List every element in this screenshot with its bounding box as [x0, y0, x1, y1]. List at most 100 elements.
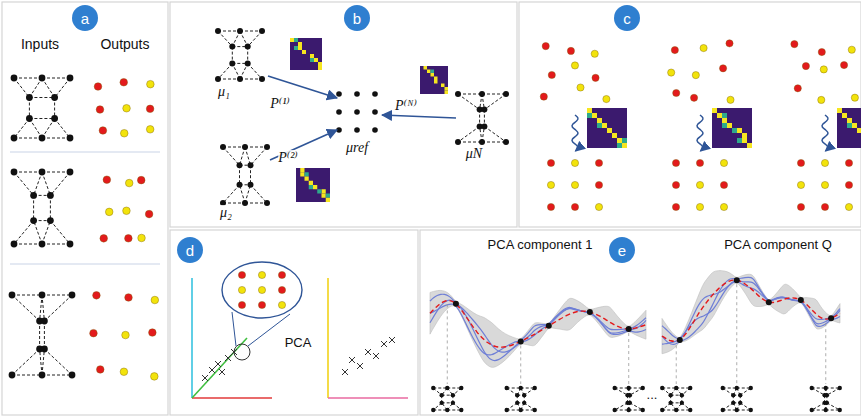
mesh-edge: [34, 172, 42, 195]
output-point: [797, 181, 804, 188]
mesh-node: [522, 393, 526, 397]
matrix-cell: [612, 133, 617, 138]
mesh-edge: [223, 185, 240, 203]
mesh-node: [628, 393, 632, 397]
matrix-cell: [322, 189, 326, 193]
output-point: [96, 106, 104, 114]
zoom-line: [232, 312, 236, 346]
axis: [191, 278, 193, 398]
matrix-cell: [310, 54, 314, 58]
mesh-edge: [14, 78, 42, 79]
matrix-ground: [837, 108, 861, 148]
matrix-cell: [445, 87, 449, 91]
mesh-node: [69, 292, 76, 299]
mesh-edge: [458, 126, 480, 142]
matrix-cell: [617, 143, 622, 148]
mesh-node: [39, 241, 46, 248]
panel-frame: [2, 2, 168, 415]
output-point: [278, 286, 285, 293]
mesh-edge: [827, 403, 840, 410]
mesh-edge: [458, 94, 480, 110]
mesh-edge: [42, 119, 55, 139]
output-point: [542, 43, 549, 50]
output-point: [818, 96, 825, 103]
output-point: [797, 159, 804, 166]
mesh-node: [39, 372, 46, 379]
point-cloud: [94, 78, 154, 137]
panel-letter-text: e: [618, 242, 626, 259]
point-cloud: [668, 40, 735, 104]
mesh-edge: [42, 295, 44, 321]
output-point: [595, 159, 602, 166]
output-point: [151, 373, 159, 381]
output-point: [278, 301, 285, 308]
matrix-cell: [313, 185, 317, 189]
output-point: [336, 91, 342, 97]
mesh-edge: [482, 142, 506, 143]
mesh-edge: [14, 78, 29, 98]
mesh-edge: [42, 138, 70, 139]
mesh-node: [259, 76, 265, 82]
mesh-node: [660, 408, 664, 412]
mesh-edge: [34, 221, 42, 244]
matrix-cell: [326, 194, 330, 198]
mesh-edge: [248, 63, 262, 79]
mesh-edge: [50, 172, 70, 195]
matrix-cell: [722, 113, 727, 118]
confidence-band: [662, 271, 840, 354]
mesh-node: [431, 386, 435, 390]
matrix-cell: [837, 108, 842, 113]
mesh-node: [680, 401, 684, 405]
output-point: [149, 329, 157, 337]
mesh-node: [455, 139, 461, 145]
output-point: [797, 203, 804, 210]
mesh-edge: [458, 142, 482, 143]
mesh-node: [431, 408, 435, 412]
mesh-node: [825, 401, 829, 405]
confidence-band: [430, 290, 646, 367]
panel-letter: a: [72, 5, 98, 31]
matrix-cell: [431, 70, 435, 74]
matrix-cell: [587, 108, 592, 113]
output-point: [821, 203, 828, 210]
mesh-edge: [42, 172, 70, 173]
panel-frame: [519, 2, 861, 227]
mesh-node: [503, 139, 509, 145]
mesh-node: [26, 94, 33, 101]
output-point: [592, 74, 599, 81]
sample-cross: [381, 341, 387, 347]
mesh-edge: [240, 31, 262, 32]
mesh-node: [47, 217, 54, 224]
figure-label: μN: [466, 146, 482, 162]
output-point: [372, 91, 378, 97]
mesh-edge: [39, 321, 40, 349]
output-point: [120, 368, 128, 376]
mesh-edge: [44, 349, 72, 375]
sample-curve: [430, 294, 646, 360]
mesh-node: [505, 408, 509, 412]
mesh-node: [674, 386, 678, 390]
mean-curve: [430, 301, 646, 348]
mesh-node: [731, 401, 735, 405]
panel-a: [9, 75, 159, 381]
mesh-node: [533, 408, 537, 412]
output-point: [146, 105, 154, 113]
point-cloud: [238, 271, 285, 308]
mesh-node: [41, 346, 48, 353]
mesh-graph: [660, 386, 692, 412]
mesh-node: [479, 139, 485, 145]
mesh-edge: [12, 295, 40, 321]
figure-label: μref: [346, 140, 368, 156]
mesh-edge: [218, 31, 232, 47]
mesh-node: [735, 408, 739, 412]
permutation-matrix: [587, 108, 627, 148]
output-point: [591, 50, 598, 57]
mesh-node: [245, 44, 251, 50]
output-point: [90, 329, 98, 337]
output-point: [696, 181, 703, 188]
sample-cross: [202, 375, 208, 381]
matrix-cell: [622, 143, 627, 148]
mesh-node: [824, 386, 828, 390]
matrix-cell: [300, 172, 304, 176]
matrix-cell: [434, 77, 438, 81]
